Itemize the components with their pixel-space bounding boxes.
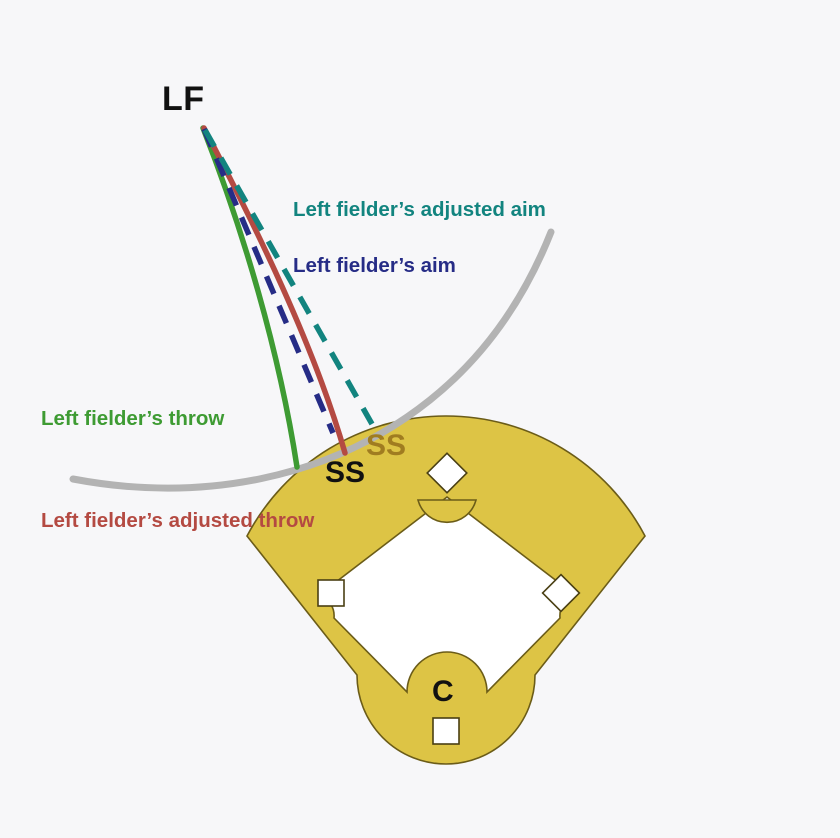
outfield-boundary-arc	[69, 228, 555, 492]
catcher-label: C	[432, 675, 454, 708]
legend-left-fielder-aim: Left fielder’s aim	[293, 254, 456, 277]
pitchers-mound-notch	[416, 499, 478, 524]
infield-grass	[317, 495, 577, 694]
first-base	[541, 573, 581, 613]
left-fielder-label: LF	[162, 80, 205, 118]
second-base	[426, 452, 468, 494]
left-fielder-aim-line	[201, 127, 336, 435]
legend-left-fielder-adjusted-throw: Left fielder’s adjusted throw	[41, 509, 315, 532]
left-fielder-adjusted-aim-line	[202, 128, 375, 426]
third-base	[317, 579, 345, 607]
legend-left-fielder-adjusted-aim: Left fielder’s adjusted aim	[293, 198, 546, 221]
legend-left-fielder-throw: Left fielder’s throw	[41, 407, 225, 430]
shortstop-adjusted-label: SS	[366, 429, 407, 462]
shortstop-actual-label: SS	[325, 456, 366, 489]
home-plate	[432, 717, 460, 745]
